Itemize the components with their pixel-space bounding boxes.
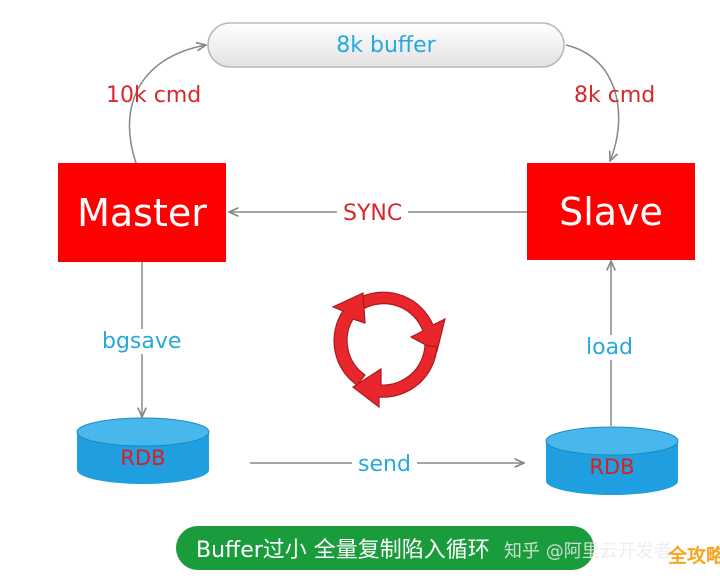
master-node: Master	[58, 163, 226, 262]
bgsave-label: bgsave	[100, 329, 184, 354]
master-to-buffer-arrow	[128, 45, 206, 164]
slave-node: Slave	[527, 163, 695, 260]
buffer-to-slave-label: 8k cmd	[574, 83, 656, 108]
rdb-right-label: RDB	[589, 455, 635, 479]
buffer-to-slave-arrow	[565, 44, 620, 161]
load-label: load	[584, 335, 636, 360]
rdb-left-label: RDB	[120, 446, 166, 470]
sync-label: SYNC	[337, 201, 409, 226]
master-label: Master	[77, 190, 207, 235]
rdb-right-cylinder	[545, 426, 679, 495]
caption-banner: Buffer过小 全量复制陷入循环	[176, 526, 594, 570]
buffer-label: 8k buffer	[336, 33, 436, 58]
caption-text: Buffer过小 全量复制陷入循环	[196, 538, 490, 563]
slave-label: Slave	[559, 189, 663, 234]
rdb-left-cylinder	[76, 417, 210, 484]
zhihu-watermark: 知乎 @阿里云开发者	[504, 541, 672, 562]
corner-logo: 全攻略	[668, 545, 720, 567]
master-to-buffer-label: 10k cmd	[106, 83, 202, 108]
refresh-cycle-icon	[331, 291, 446, 409]
buffer-pill-shape	[207, 22, 565, 68]
send-label: send	[352, 452, 417, 477]
